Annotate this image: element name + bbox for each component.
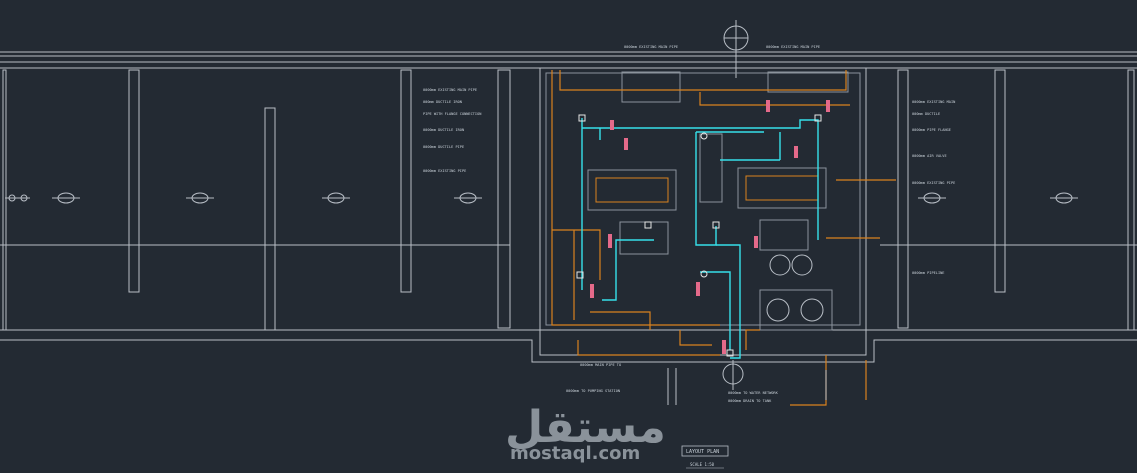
cyan-pipes <box>581 118 819 359</box>
watermark-arabic: مستقل <box>505 402 666 453</box>
right-note: 0000mm EXISTING PIPE <box>912 181 955 185</box>
outer-boundary <box>0 51 1137 363</box>
left-tanks <box>0 69 511 331</box>
top-label: 0000mm EXISTING MAIN PIPE <box>624 45 678 49</box>
right-tanks <box>880 69 1137 331</box>
left-note: PIPE WITH FLANGE CONNECTION <box>423 112 481 116</box>
bottom-manhole-symbol <box>667 360 827 405</box>
left-note: 0000mm EXISTING MAIN PIPE <box>423 88 477 92</box>
right-note: 0000mm PIPE FLANGE <box>912 128 951 132</box>
right-note: 0000mm PIPELINE <box>912 271 944 275</box>
pipe-tags <box>590 100 830 354</box>
left-note: 0000mm EXISTING PIPE <box>423 169 466 173</box>
watermark-latin: mostaql.com <box>510 443 641 464</box>
right-note: 0000mm AIR VALVE <box>912 154 947 158</box>
bottom-label: 0000mm MAIN PIPE TO <box>580 363 621 367</box>
fittings <box>576 114 822 357</box>
top-labels: 0000mm EXISTING MAIN PIPE 0000mm EXISTIN… <box>624 45 820 49</box>
left-notes: 0000mm EXISTING MAIN PIPE 000mm DUCTILE … <box>423 88 481 173</box>
drawing-scale: SCALE 1:50 <box>690 462 715 467</box>
left-note: 0000mm DUCTILE PIPE <box>423 145 464 149</box>
left-note: 000mm DUCTILE IRON <box>423 100 462 104</box>
bottom-label: 0000mm TO WATER NETWORK <box>728 391 779 395</box>
drawing-title: LAYOUT PLAN <box>686 449 719 455</box>
bottom-label: 0000mm TO PUMPING STATION <box>566 389 620 393</box>
right-notes: 0000mm EXISTING MAIN 000mm DUCTILE 0000m… <box>912 100 955 275</box>
bottom-labels: 0000mm MAIN PIPE TO 0000mm TO PUMPING ST… <box>566 363 779 403</box>
right-note: 0000mm EXISTING MAIN <box>912 100 955 104</box>
pump-room <box>539 67 867 331</box>
orange-pipes <box>551 70 896 406</box>
left-note: 0000mm DUCTILE IRON <box>423 128 464 132</box>
top-manhole-symbol <box>723 20 749 78</box>
bottom-label: 0000mm DRAIN TO TANK <box>728 399 772 403</box>
right-note: 000mm DUCTILE <box>912 112 940 116</box>
title-block: LAYOUT PLAN SCALE 1:50 <box>681 445 729 469</box>
top-label: 0000mm EXISTING MAIN PIPE <box>766 45 820 49</box>
tank-valves <box>5 192 1078 204</box>
